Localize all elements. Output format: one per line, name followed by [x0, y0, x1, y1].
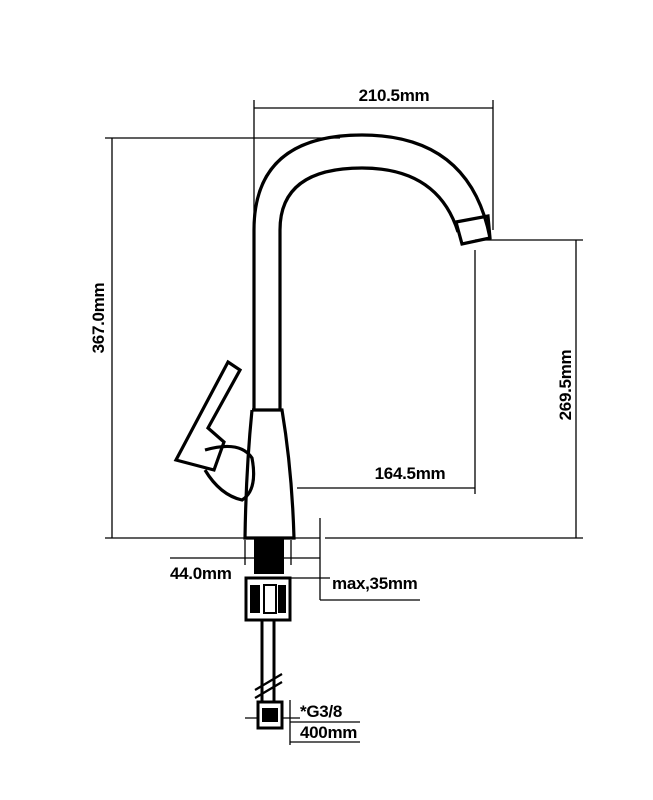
label-width-top: 210.5mm [359, 86, 430, 105]
handle-hub [203, 444, 256, 502]
threaded-shank [254, 538, 284, 574]
faucet-body [243, 408, 296, 540]
label-hose-length: 400mm [300, 723, 357, 742]
label-max-thickness: max,35mm [332, 574, 418, 593]
shank-assembly [244, 538, 292, 730]
label-thread: *G3/8 [300, 702, 342, 721]
spout-inner [278, 166, 460, 410]
faucet-outline [173, 133, 492, 540]
label-spout-height: 269.5mm [556, 349, 575, 420]
handle-lever [173, 359, 243, 472]
spout-outer [252, 133, 492, 410]
label-base-diameter: 44.0mm [170, 564, 232, 583]
label-spout-reach: 164.5mm [375, 464, 446, 483]
dimension-lines [105, 100, 583, 745]
label-height-total: 367.0mm [89, 282, 108, 353]
spout-tip [453, 214, 492, 246]
